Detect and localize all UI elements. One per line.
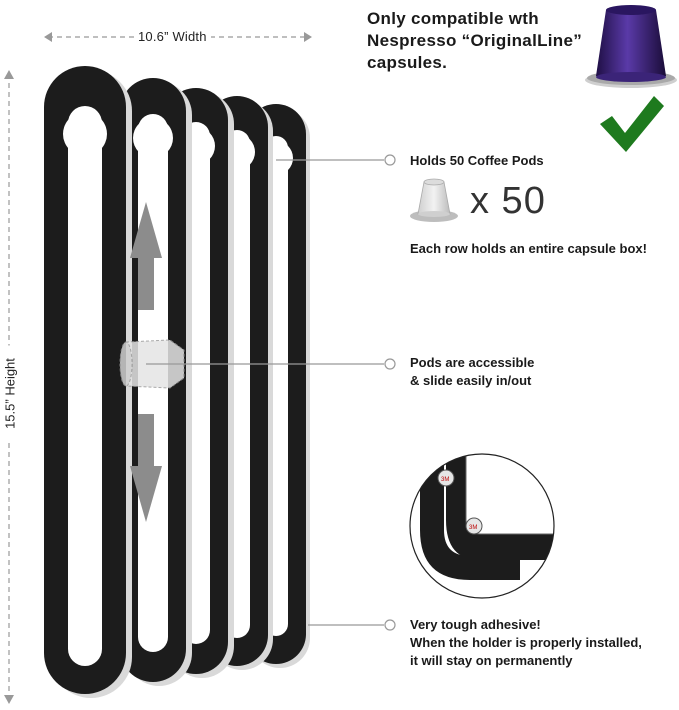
quantity-label: x 50: [470, 180, 546, 222]
access-line-2: & slide easily in/out: [410, 373, 532, 388]
access-line-1: Pods are accessible: [410, 355, 535, 370]
capacity-note: Each row holds an entire capsule box!: [410, 241, 647, 256]
capacity-title: Holds 50 Coffee Pods: [410, 153, 544, 168]
adhesive-line-2: When the holder is properly installed,: [410, 635, 642, 650]
compatibility-line-3: capsules.: [367, 53, 448, 72]
compatibility-text: Only compatible wth Nespresso “OriginalL…: [367, 8, 582, 74]
height-dimension: [4, 70, 14, 704]
check-mark-icon: [600, 96, 664, 152]
svg-text:3M: 3M: [469, 525, 477, 531]
pod-holder: [44, 66, 310, 698]
nespresso-capsule: [585, 5, 677, 88]
callout-dots: [384, 154, 396, 631]
adhesive-callout: Very tough adhesive! When the holder is …: [410, 616, 642, 670]
compatibility-line-1: Only compatible wth: [367, 9, 539, 28]
callout-leaders: [146, 159, 384, 626]
svg-text:3M: 3M: [441, 477, 449, 483]
height-label: 15.5” Height: [2, 345, 18, 442]
access-callout: Pods are accessible & slide easily in/ou…: [410, 354, 534, 390]
width-label: 10.6” Width: [134, 29, 211, 44]
holder-row-1: [44, 66, 132, 698]
slide-arrows: [130, 202, 162, 522]
compatibility-line-2: Nespresso “OriginalLine”: [367, 31, 583, 50]
adhesive-line-1: Very tough adhesive!: [410, 617, 541, 632]
coffee-pod-icon: [410, 178, 458, 222]
adhesive-zoom: 3M 3M: [409, 453, 555, 599]
adhesive-line-3: it will stay on permanently: [410, 653, 573, 668]
